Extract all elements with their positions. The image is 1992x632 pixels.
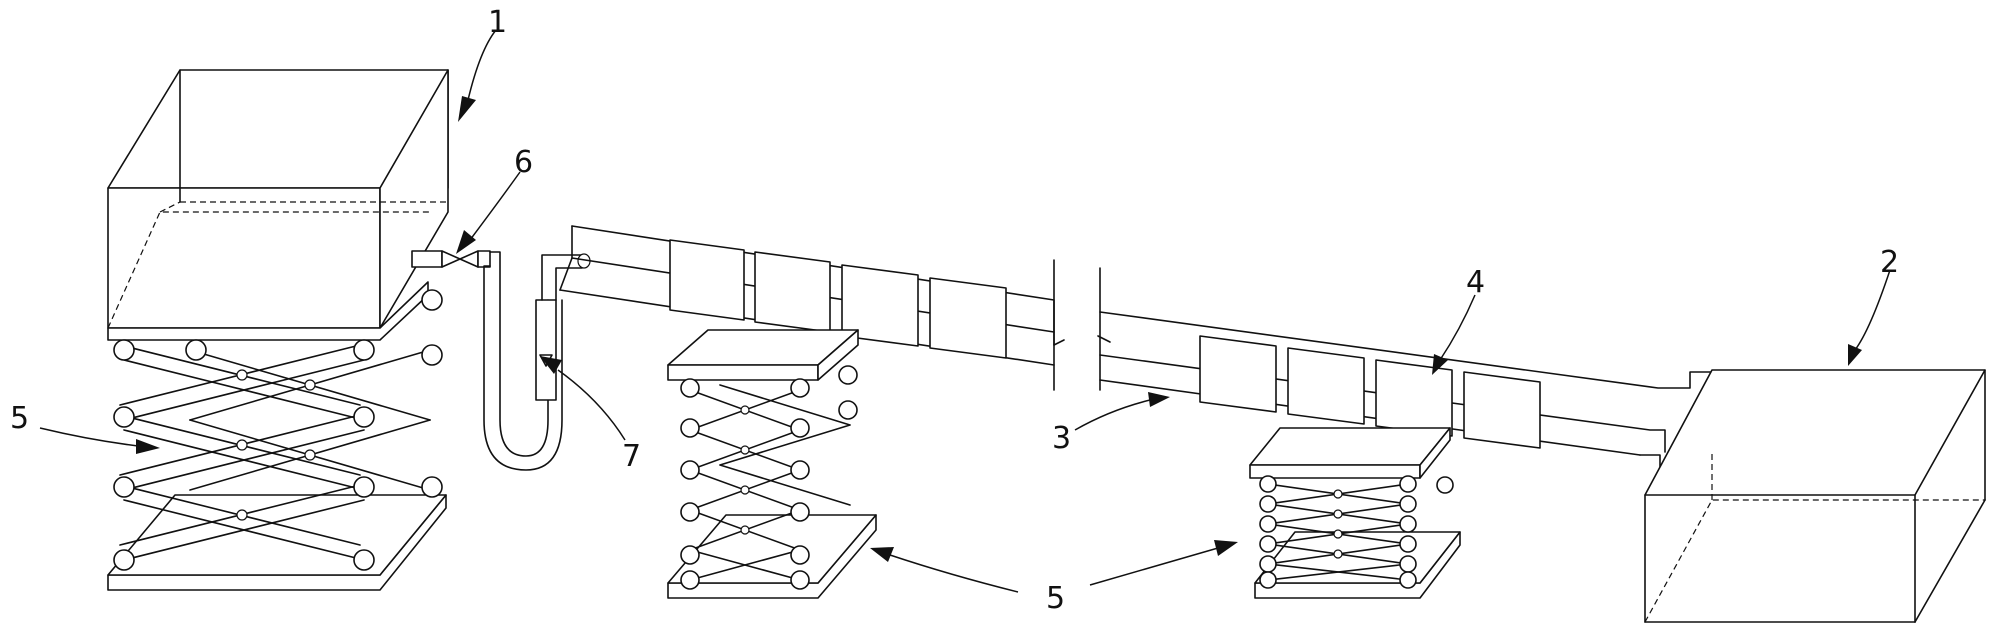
label-1: 1 — [488, 5, 507, 40]
leaders — [39, 29, 1891, 593]
label-5-left: 5 — [10, 401, 29, 436]
outlet-valve — [411, 250, 491, 268]
u-pipe-with-flowmeter — [483, 251, 591, 471]
label-4: 4 — [1466, 265, 1485, 300]
scissor-lift-middle — [667, 329, 877, 599]
label-3: 3 — [1052, 421, 1071, 456]
supply-tank — [107, 69, 449, 329]
label-5-bottom: 5 — [1046, 581, 1065, 616]
collection-tank — [1644, 369, 1986, 623]
label-2: 2 — [1880, 245, 1899, 280]
mesh-cages-right — [1199, 335, 1541, 449]
label-7: 7 — [622, 439, 641, 474]
scissor-lift-right — [1249, 427, 1461, 599]
scissor-lift-left — [107, 281, 447, 591]
label-6: 6 — [514, 145, 533, 180]
reference-numerals: 1 6 7 5 3 4 2 5 — [10, 5, 1899, 616]
